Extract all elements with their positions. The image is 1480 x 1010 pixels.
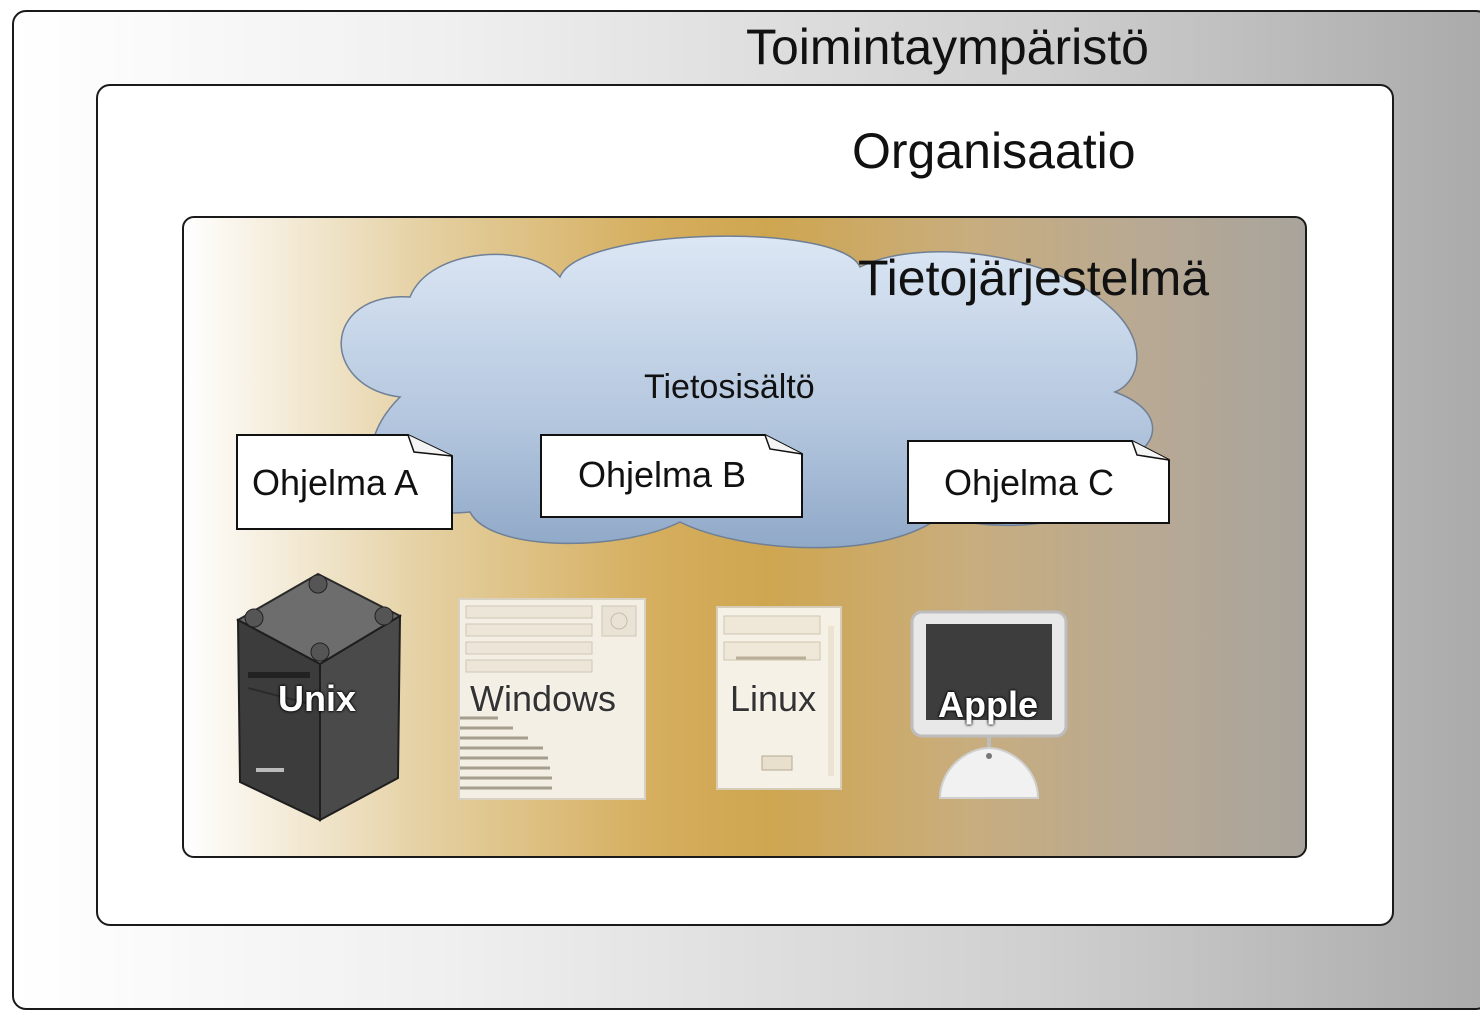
platform-apple: Apple bbox=[908, 608, 1070, 800]
organization-label: Organisaatio bbox=[852, 123, 1136, 179]
program-note-a: Ohjelma A bbox=[236, 434, 454, 530]
unix-server-icon bbox=[235, 572, 403, 822]
platform-label: Linux bbox=[730, 678, 817, 719]
document-icon bbox=[907, 440, 1170, 524]
platform-label: Unix bbox=[278, 678, 357, 719]
windows-pc-icon bbox=[458, 598, 646, 800]
program-label: Ohjelma C bbox=[944, 462, 1115, 503]
program-note-c: Ohjelma C bbox=[907, 440, 1171, 524]
content-label: Tietosisältö bbox=[644, 368, 815, 406]
program-label: Ohjelma A bbox=[252, 462, 419, 503]
environment-label: Toimintaympäristö bbox=[746, 19, 1149, 75]
platform-unix: Unix bbox=[230, 572, 410, 824]
platform-label: Windows bbox=[470, 678, 617, 719]
document-icon bbox=[540, 434, 803, 518]
apple-imac-icon bbox=[910, 610, 1068, 799]
document-icon bbox=[236, 434, 453, 530]
linux-tower-icon bbox=[716, 606, 842, 790]
program-note-b: Ohjelma B bbox=[540, 434, 804, 518]
information-system-label: Tietojärjestelmä bbox=[858, 250, 1210, 306]
platform-linux: Linux bbox=[716, 606, 842, 790]
platform-windows: Windows bbox=[458, 598, 646, 800]
platform-label: Apple bbox=[938, 684, 1039, 725]
program-label: Ohjelma B bbox=[578, 454, 747, 495]
